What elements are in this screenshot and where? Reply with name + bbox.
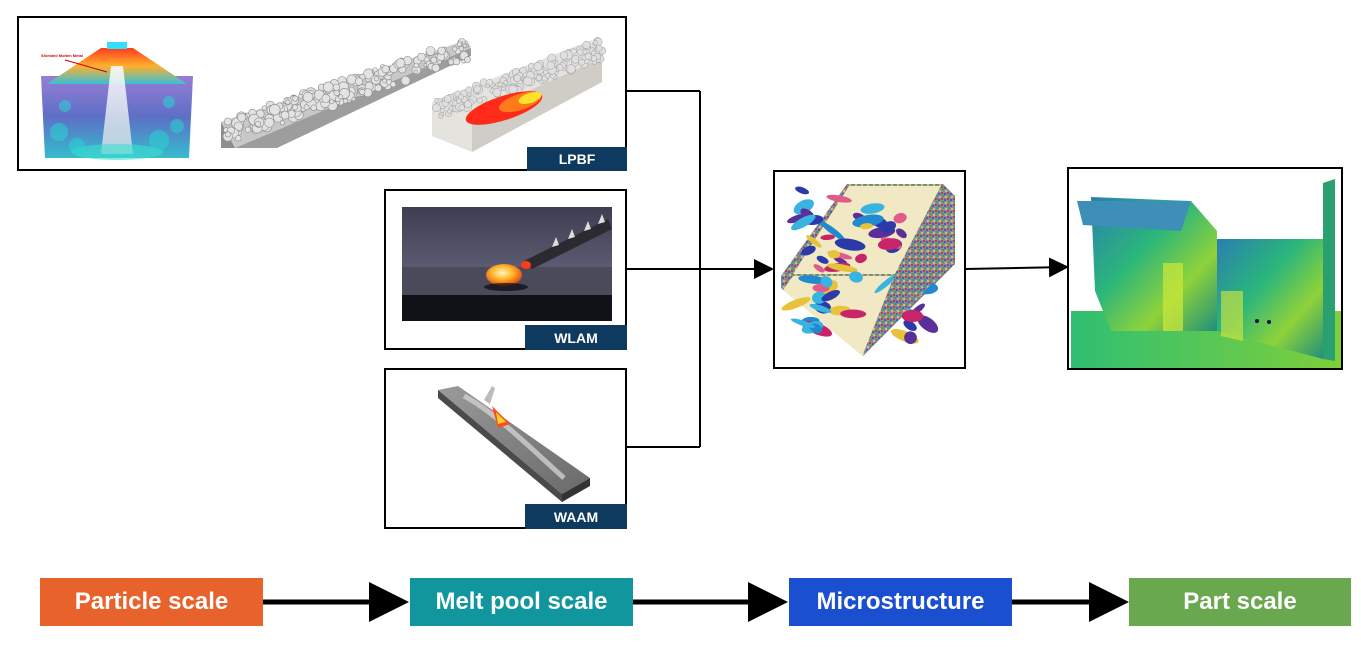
powder-bed-image [221,38,471,148]
wire-arc-image [438,386,590,502]
part-scale-box: Part scale [1129,578,1351,626]
microstructure-panel [773,170,966,369]
waam-label: WAAM [525,504,627,529]
lpbf-inset-caption: Shielded Molten Metal [41,53,84,58]
microstructure-image [781,184,955,356]
wire-laser-image [402,207,612,321]
particle-spray-image [41,42,193,160]
particle-scale-box: Particle scale [40,578,263,626]
microstructure-box: Microstructure [789,578,1012,626]
wlam-label: WLAM [525,325,627,350]
merge-lines [626,90,1069,448]
part-scale-panel [1067,167,1343,370]
waam-panel: WAAM [384,368,627,529]
melt-pool-scale-box: Melt pool scale [410,578,633,626]
lpbf-panel: Shielded Molten Metal LPBF [17,16,627,171]
melt-pool-track-image [432,37,607,152]
wlam-panel: WLAM [384,189,627,350]
lpbf-label: LPBF [527,147,627,171]
part-simulation-image [1071,171,1341,368]
